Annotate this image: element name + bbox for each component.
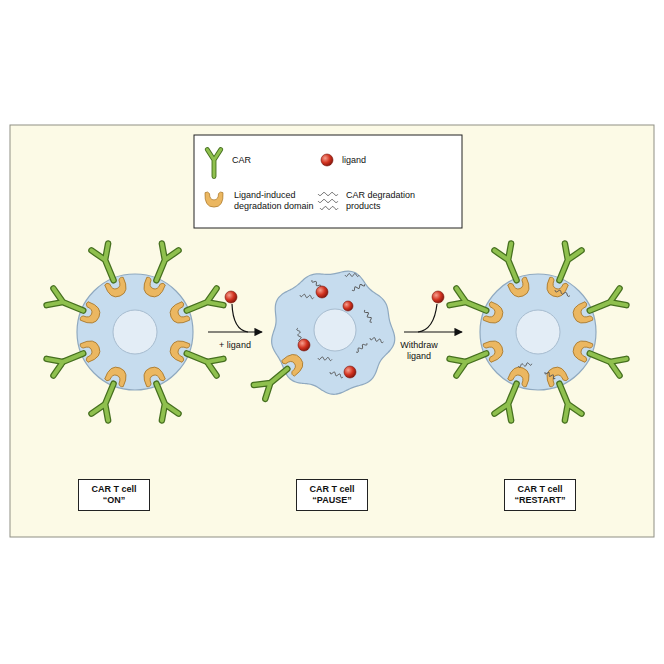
car-receptor [141, 364, 180, 421]
car-t-cell-paused [253, 271, 395, 400]
car-receptor [90, 364, 129, 421]
car-t-cell [46, 243, 224, 421]
legend-icons [205, 150, 338, 210]
background-panel [10, 125, 654, 537]
legend-text: ligand [342, 155, 422, 166]
state-label: CAR T cell “PAUSE” [303, 484, 361, 506]
car-receptor [493, 243, 532, 300]
car-receptor [253, 350, 307, 399]
legend-text: CAR degradation products [346, 190, 436, 212]
car-receptor [46, 338, 103, 377]
state-label: CAR T cell “RESTART” [511, 484, 569, 506]
arrow-label: Withdraw ligand [392, 340, 446, 362]
state-label-box: CAR T cell “ON” [78, 479, 150, 511]
car-receptor [167, 287, 224, 326]
state-label-box: CAR T cell “PAUSE” [296, 479, 368, 511]
car-receptor [570, 338, 627, 377]
car-receptor [544, 243, 583, 300]
state-label-box: CAR T cell “RESTART” [504, 479, 576, 511]
state-label: CAR T cell “ON” [85, 484, 143, 506]
arrow-label: + ligand [208, 340, 262, 351]
car-receptor [46, 287, 103, 326]
car-receptor [493, 364, 532, 421]
car-receptor [141, 243, 180, 300]
car-receptor [544, 364, 583, 421]
process-arrows [208, 291, 462, 332]
car-receptor [167, 338, 224, 377]
car-receptor [449, 287, 506, 326]
legend-box [194, 135, 462, 228]
car-receptor [449, 338, 506, 377]
car-t-cell [449, 243, 627, 421]
car-receptor [570, 287, 627, 326]
legend-text: Ligand-induced degradation domain [234, 190, 314, 212]
car-receptor [90, 243, 129, 300]
legend-text: CAR [232, 155, 292, 166]
